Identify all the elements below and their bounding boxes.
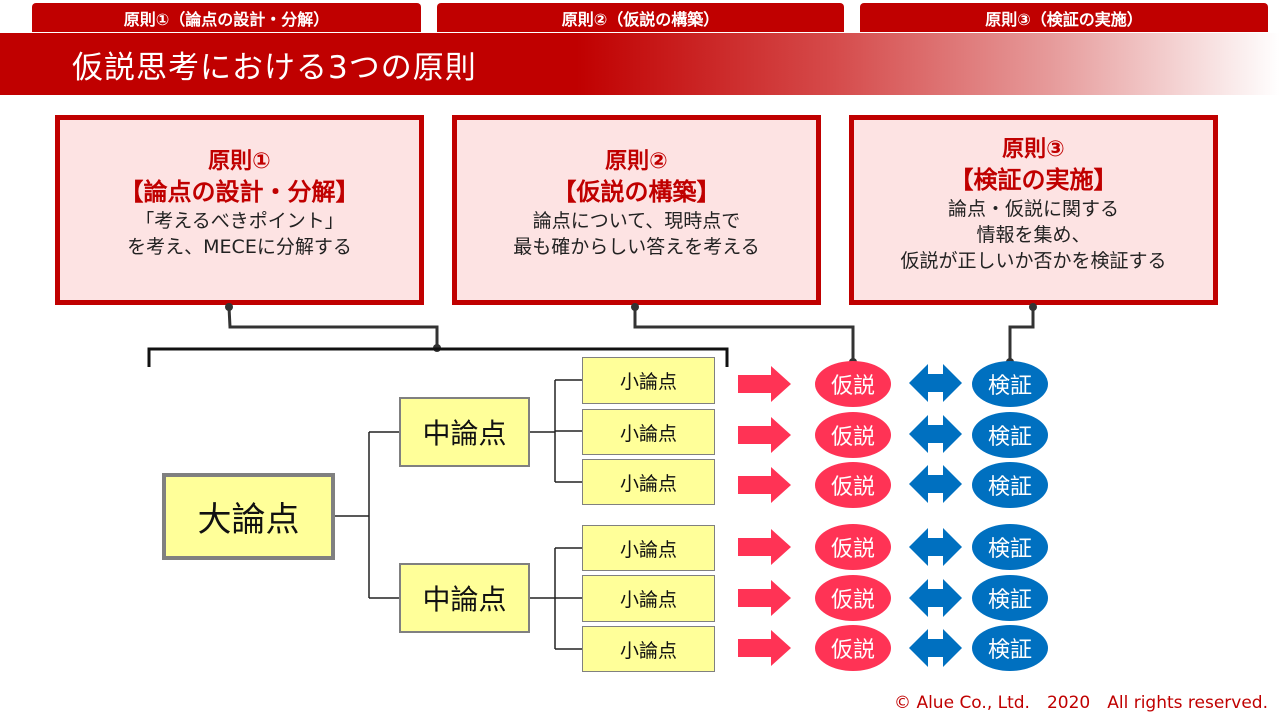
tab-principle-3[interactable]: 原則③（検証の実施） xyxy=(860,3,1268,32)
connector-dot xyxy=(225,303,233,311)
node-label: 小論点 xyxy=(619,538,677,561)
principle-desc-line: 「考えるべきポイント」 xyxy=(135,210,344,232)
page-title: 仮説思考における3つの原則 xyxy=(72,50,477,86)
hypothesis-ellipse: 仮説 xyxy=(815,524,891,570)
principle-desc-line: 論点・仮説に関する xyxy=(947,198,1119,220)
principle-subtitle: 【仮説の構築】 xyxy=(552,178,721,206)
connector-dot xyxy=(1029,303,1037,311)
right-arrow-icon xyxy=(738,467,791,503)
ellipse-label: 仮説 xyxy=(830,537,875,562)
tab-principle-1[interactable]: 原則①（論点の設計・分解） xyxy=(32,3,421,32)
connector-dot xyxy=(631,303,639,311)
tab-label: 原則②（仮説の構築） xyxy=(561,9,720,29)
small-issue-node: 小論点 xyxy=(582,525,715,571)
ellipse-label: 仮説 xyxy=(830,588,875,613)
principle-title: 原則③ xyxy=(1002,137,1065,162)
double-arrow-icon xyxy=(909,415,962,453)
verification-ellipse: 検証 xyxy=(972,575,1048,621)
double-arrow-icon xyxy=(909,528,962,566)
principle-box-1: 原則① 【論点の設計・分解】 「考えるべきポイント」 を考え、MECEに分解する xyxy=(55,115,424,305)
principle-title: 原則① xyxy=(208,149,271,174)
ellipse-label: 検証 xyxy=(987,475,1032,500)
connector-principle-2 xyxy=(633,307,855,362)
connector-principle-3 xyxy=(1008,307,1035,362)
ellipse-label: 検証 xyxy=(987,537,1032,562)
ellipse-label: 仮説 xyxy=(830,374,875,399)
double-arrow-icon xyxy=(909,629,962,667)
verification-ellipse: 検証 xyxy=(972,412,1048,458)
principle-box-3: 原則③ 【検証の実施】 論点・仮説に関する 情報を集め、 仮説が正しいか否かを検… xyxy=(849,115,1218,305)
small-issue-node: 小論点 xyxy=(582,626,715,672)
verification-ellipse: 検証 xyxy=(972,361,1048,407)
principle-title: 原則② xyxy=(605,149,668,174)
hypothesis-ellipse: 仮説 xyxy=(815,412,891,458)
right-arrow-icon xyxy=(738,417,791,453)
tab-label: 原則③（検証の実施） xyxy=(985,9,1143,29)
principle-desc-line: 最も確からしい答えを考える xyxy=(513,236,760,258)
tab-label: 原則①（論点の設計・分解） xyxy=(123,9,330,29)
small-issue-node: 小論点 xyxy=(582,459,715,505)
principle-desc-line: 仮説が正しいか否かを検証する xyxy=(900,250,1167,272)
hypothesis-ellipse: 仮説 xyxy=(815,575,891,621)
verification-ellipse: 検証 xyxy=(972,462,1048,508)
title-banner xyxy=(0,33,1280,95)
node-label: 大論点 xyxy=(197,500,300,540)
right-arrow-icon xyxy=(738,630,791,666)
node-label: 中論点 xyxy=(422,417,507,450)
double-arrow-icon xyxy=(909,364,962,402)
principle-box-2: 原則② 【仮説の構築】 論点について、現時点で 最も確からしい答えを考える xyxy=(452,115,821,305)
node-label: 小論点 xyxy=(619,589,677,611)
right-arrow-icon xyxy=(738,366,791,402)
mid-issue-node: 中論点 xyxy=(399,397,530,467)
small-issue-node: 小論点 xyxy=(582,575,715,622)
node-label: 小論点 xyxy=(619,371,677,393)
right-arrow-icon xyxy=(738,529,791,565)
principle-desc-line: 情報を集め、 xyxy=(976,224,1091,246)
ellipse-label: 仮説 xyxy=(830,638,875,663)
verification-ellipse: 検証 xyxy=(972,524,1048,570)
node-label: 中論点 xyxy=(422,583,507,616)
root-issue-node: 大論点 xyxy=(162,473,335,560)
node-label: 小論点 xyxy=(619,639,677,662)
principle-desc-line: 論点について、現時点で xyxy=(532,210,741,232)
ellipse-label: 検証 xyxy=(987,374,1032,399)
tree-bracket xyxy=(147,347,729,367)
double-arrow-icon xyxy=(909,465,962,503)
copyright-footer: © Alue Co., Ltd. 2020 All rights reserve… xyxy=(894,693,1268,713)
ellipse-label: 検証 xyxy=(987,588,1032,613)
ellipse-label: 検証 xyxy=(987,425,1032,450)
connector-principle-1 xyxy=(227,306,439,348)
verification-ellipse: 検証 xyxy=(972,625,1048,671)
node-label: 小論点 xyxy=(619,472,677,495)
small-issue-node: 小論点 xyxy=(582,357,715,404)
small-issue-node: 小論点 xyxy=(582,409,715,455)
principle-subtitle: 【検証の実施】 xyxy=(949,166,1118,194)
mid-issue-node: 中論点 xyxy=(399,563,530,633)
right-arrow-icon xyxy=(738,580,791,616)
principle-subtitle: 【論点の設計・分解】 xyxy=(119,178,360,206)
hypothesis-ellipse: 仮説 xyxy=(815,625,891,671)
hypothesis-ellipse: 仮説 xyxy=(815,361,891,407)
tab-principle-2[interactable]: 原則②（仮説の構築） xyxy=(437,3,844,32)
ellipse-label: 仮説 xyxy=(830,475,875,500)
ellipse-label: 検証 xyxy=(987,638,1032,663)
double-arrow-icon xyxy=(909,579,962,617)
ellipse-label: 仮説 xyxy=(830,425,875,450)
principle-desc-line: を考え、MECEに分解する xyxy=(127,236,352,258)
node-label: 小論点 xyxy=(619,422,677,445)
hypothesis-ellipse: 仮説 xyxy=(815,462,891,508)
